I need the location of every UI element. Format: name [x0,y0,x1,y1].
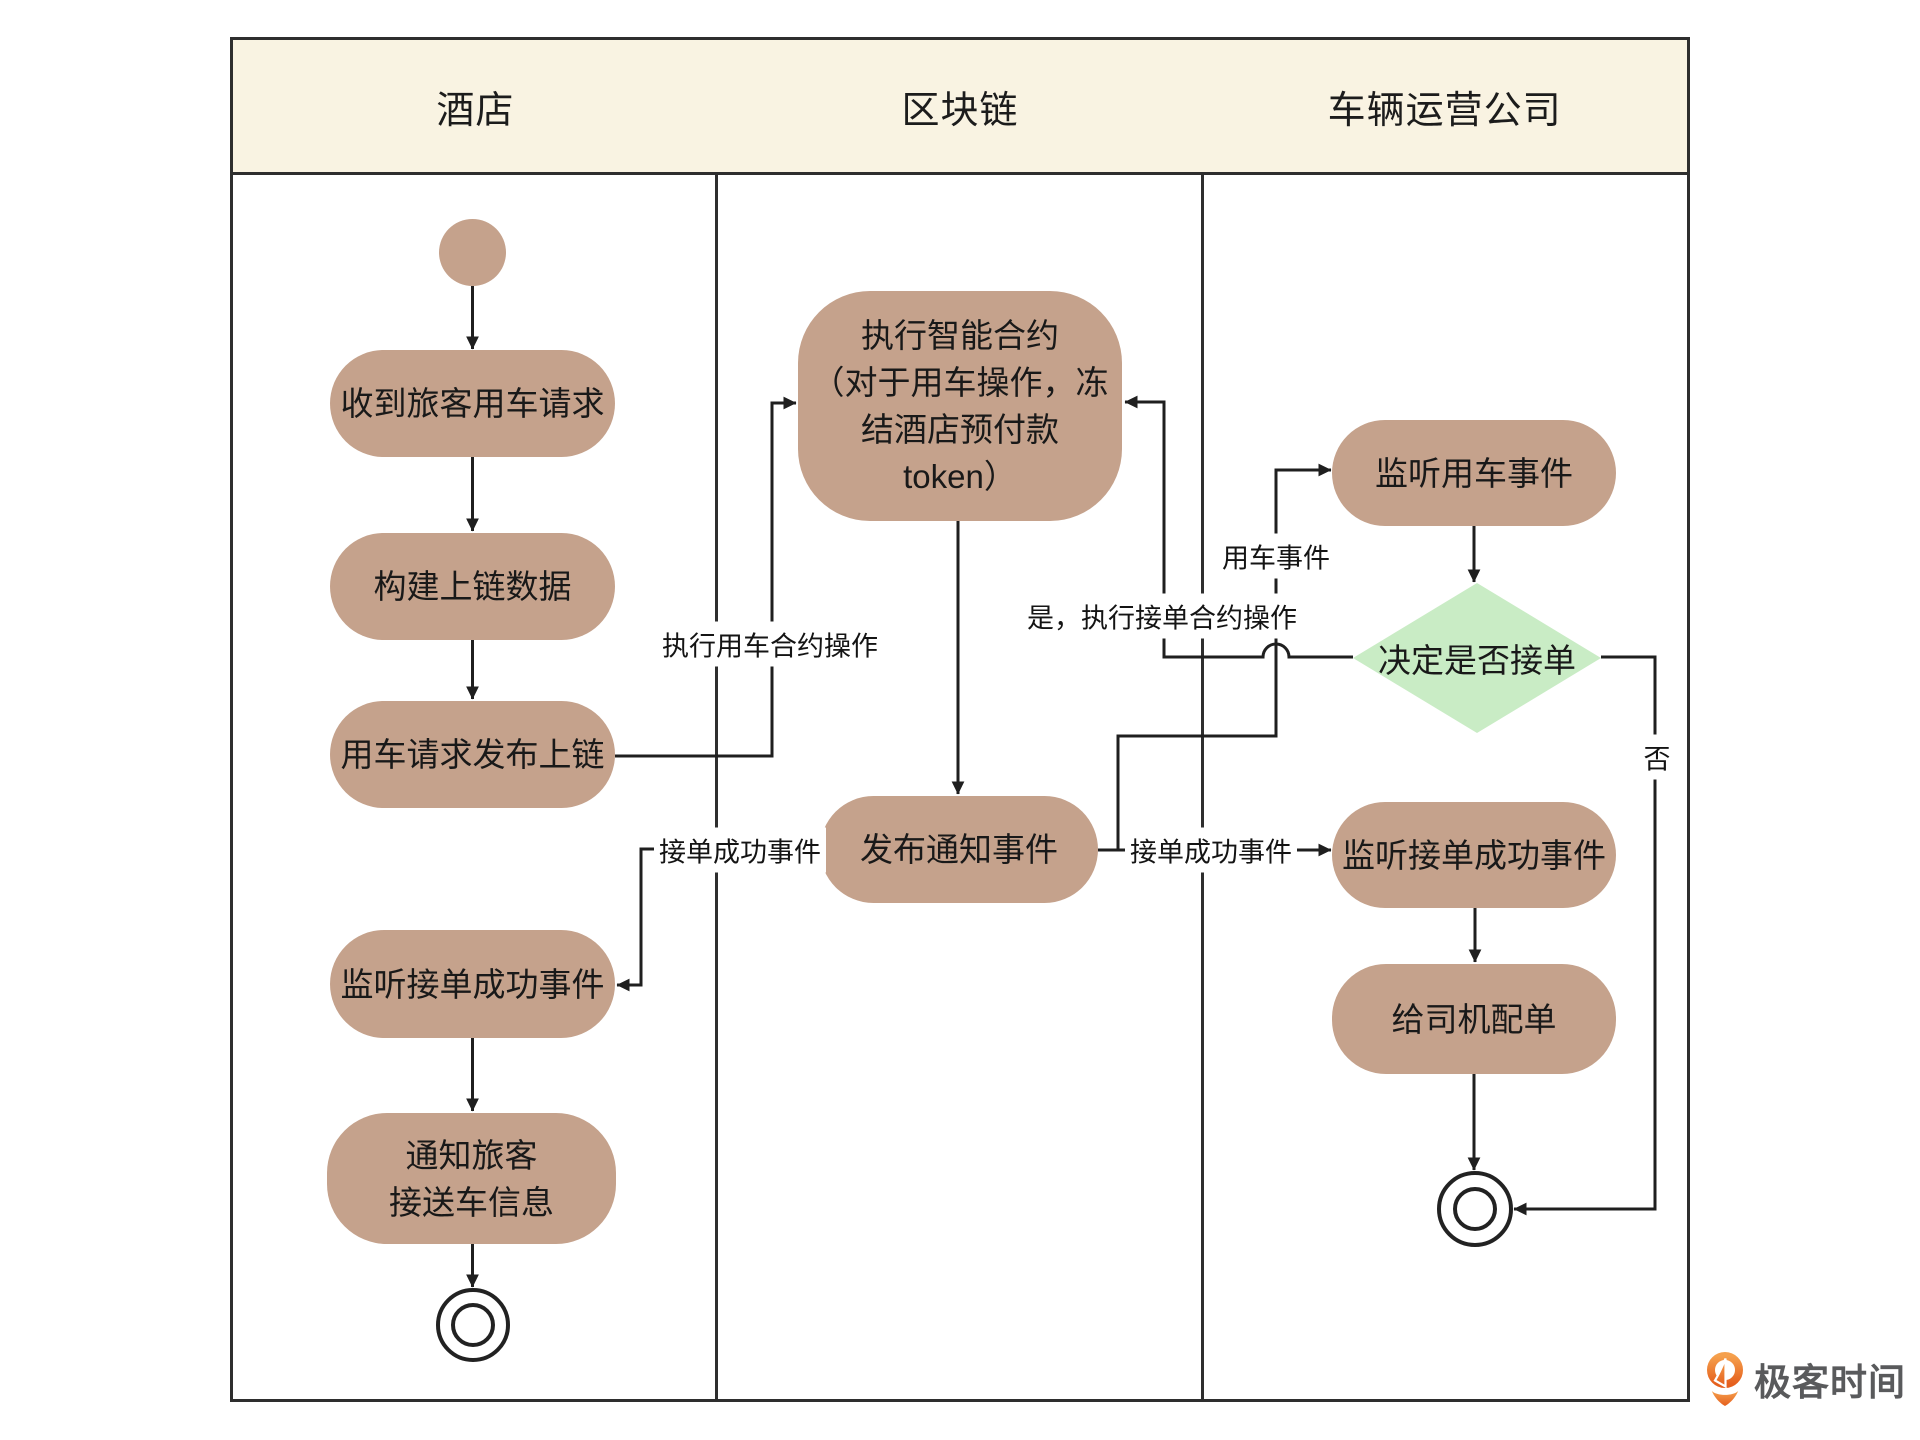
node-publish-notice: 发布通知事件 [820,796,1098,903]
final-node-vehicle-inner [1453,1187,1497,1231]
edge-carevent-to-listen-car [1116,463,1332,850]
edge-label-success-left: 接单成功事件 [654,827,826,873]
node-vehicle-listen-success: 监听接单成功事件 [1332,802,1616,908]
node-assign-driver: 给司机配单 [1332,964,1616,1074]
node-receive-request: 收到旅客用车请求 [330,350,615,457]
edge-label-success-right: 接单成功事件 [1125,827,1297,873]
final-node-vehicle [1437,1171,1513,1247]
lane-divider-1 [715,37,718,1399]
start-node [439,219,506,286]
lane-title-hotel: 酒店 [436,89,515,132]
node-notify-traveler: 通知旅客 接送车信息 [327,1113,616,1244]
node-publish-request: 用车请求发布上链 [330,701,615,808]
node-execute-contract: 执行智能合约 （对于用车操作，冻 结酒店预付款 token） [798,291,1122,521]
node-build-chain-data: 构建上链数据 [330,533,615,640]
geektime-logo-text: 极客时间 [1754,1362,1906,1403]
lane-title-vehicle-company: 车辆运营公司 [1327,89,1562,132]
node-hotel-listen-success: 监听接单成功事件 [330,930,615,1038]
node-listen-car-event: 监听用车事件 [1332,420,1616,526]
final-node-hotel-inner [451,1303,495,1347]
lane-divider-2 [1201,37,1204,1399]
edge-label-no: 否 [1638,734,1676,780]
geektime-logo: 极客时间 [1705,1350,1906,1408]
final-node-hotel [436,1288,510,1362]
lane-title-blockchain: 区块链 [901,89,1019,132]
edge-label-car-event: 用车事件 [1217,533,1335,579]
edge-decide-no-to-final [1513,655,1657,1216]
edge-label-execute-car-contract: 执行用车合约操作 [657,621,883,667]
geektime-pin-icon [1707,1352,1743,1406]
edge-decide-yes-to-contract [1124,395,1353,659]
edge-label-yes-execute: 是，执行接单合约操作 [1022,593,1302,639]
edge-publish-to-contract [615,396,797,758]
lane-header-row: 酒店 区块链 车辆运营公司 [230,37,1690,175]
